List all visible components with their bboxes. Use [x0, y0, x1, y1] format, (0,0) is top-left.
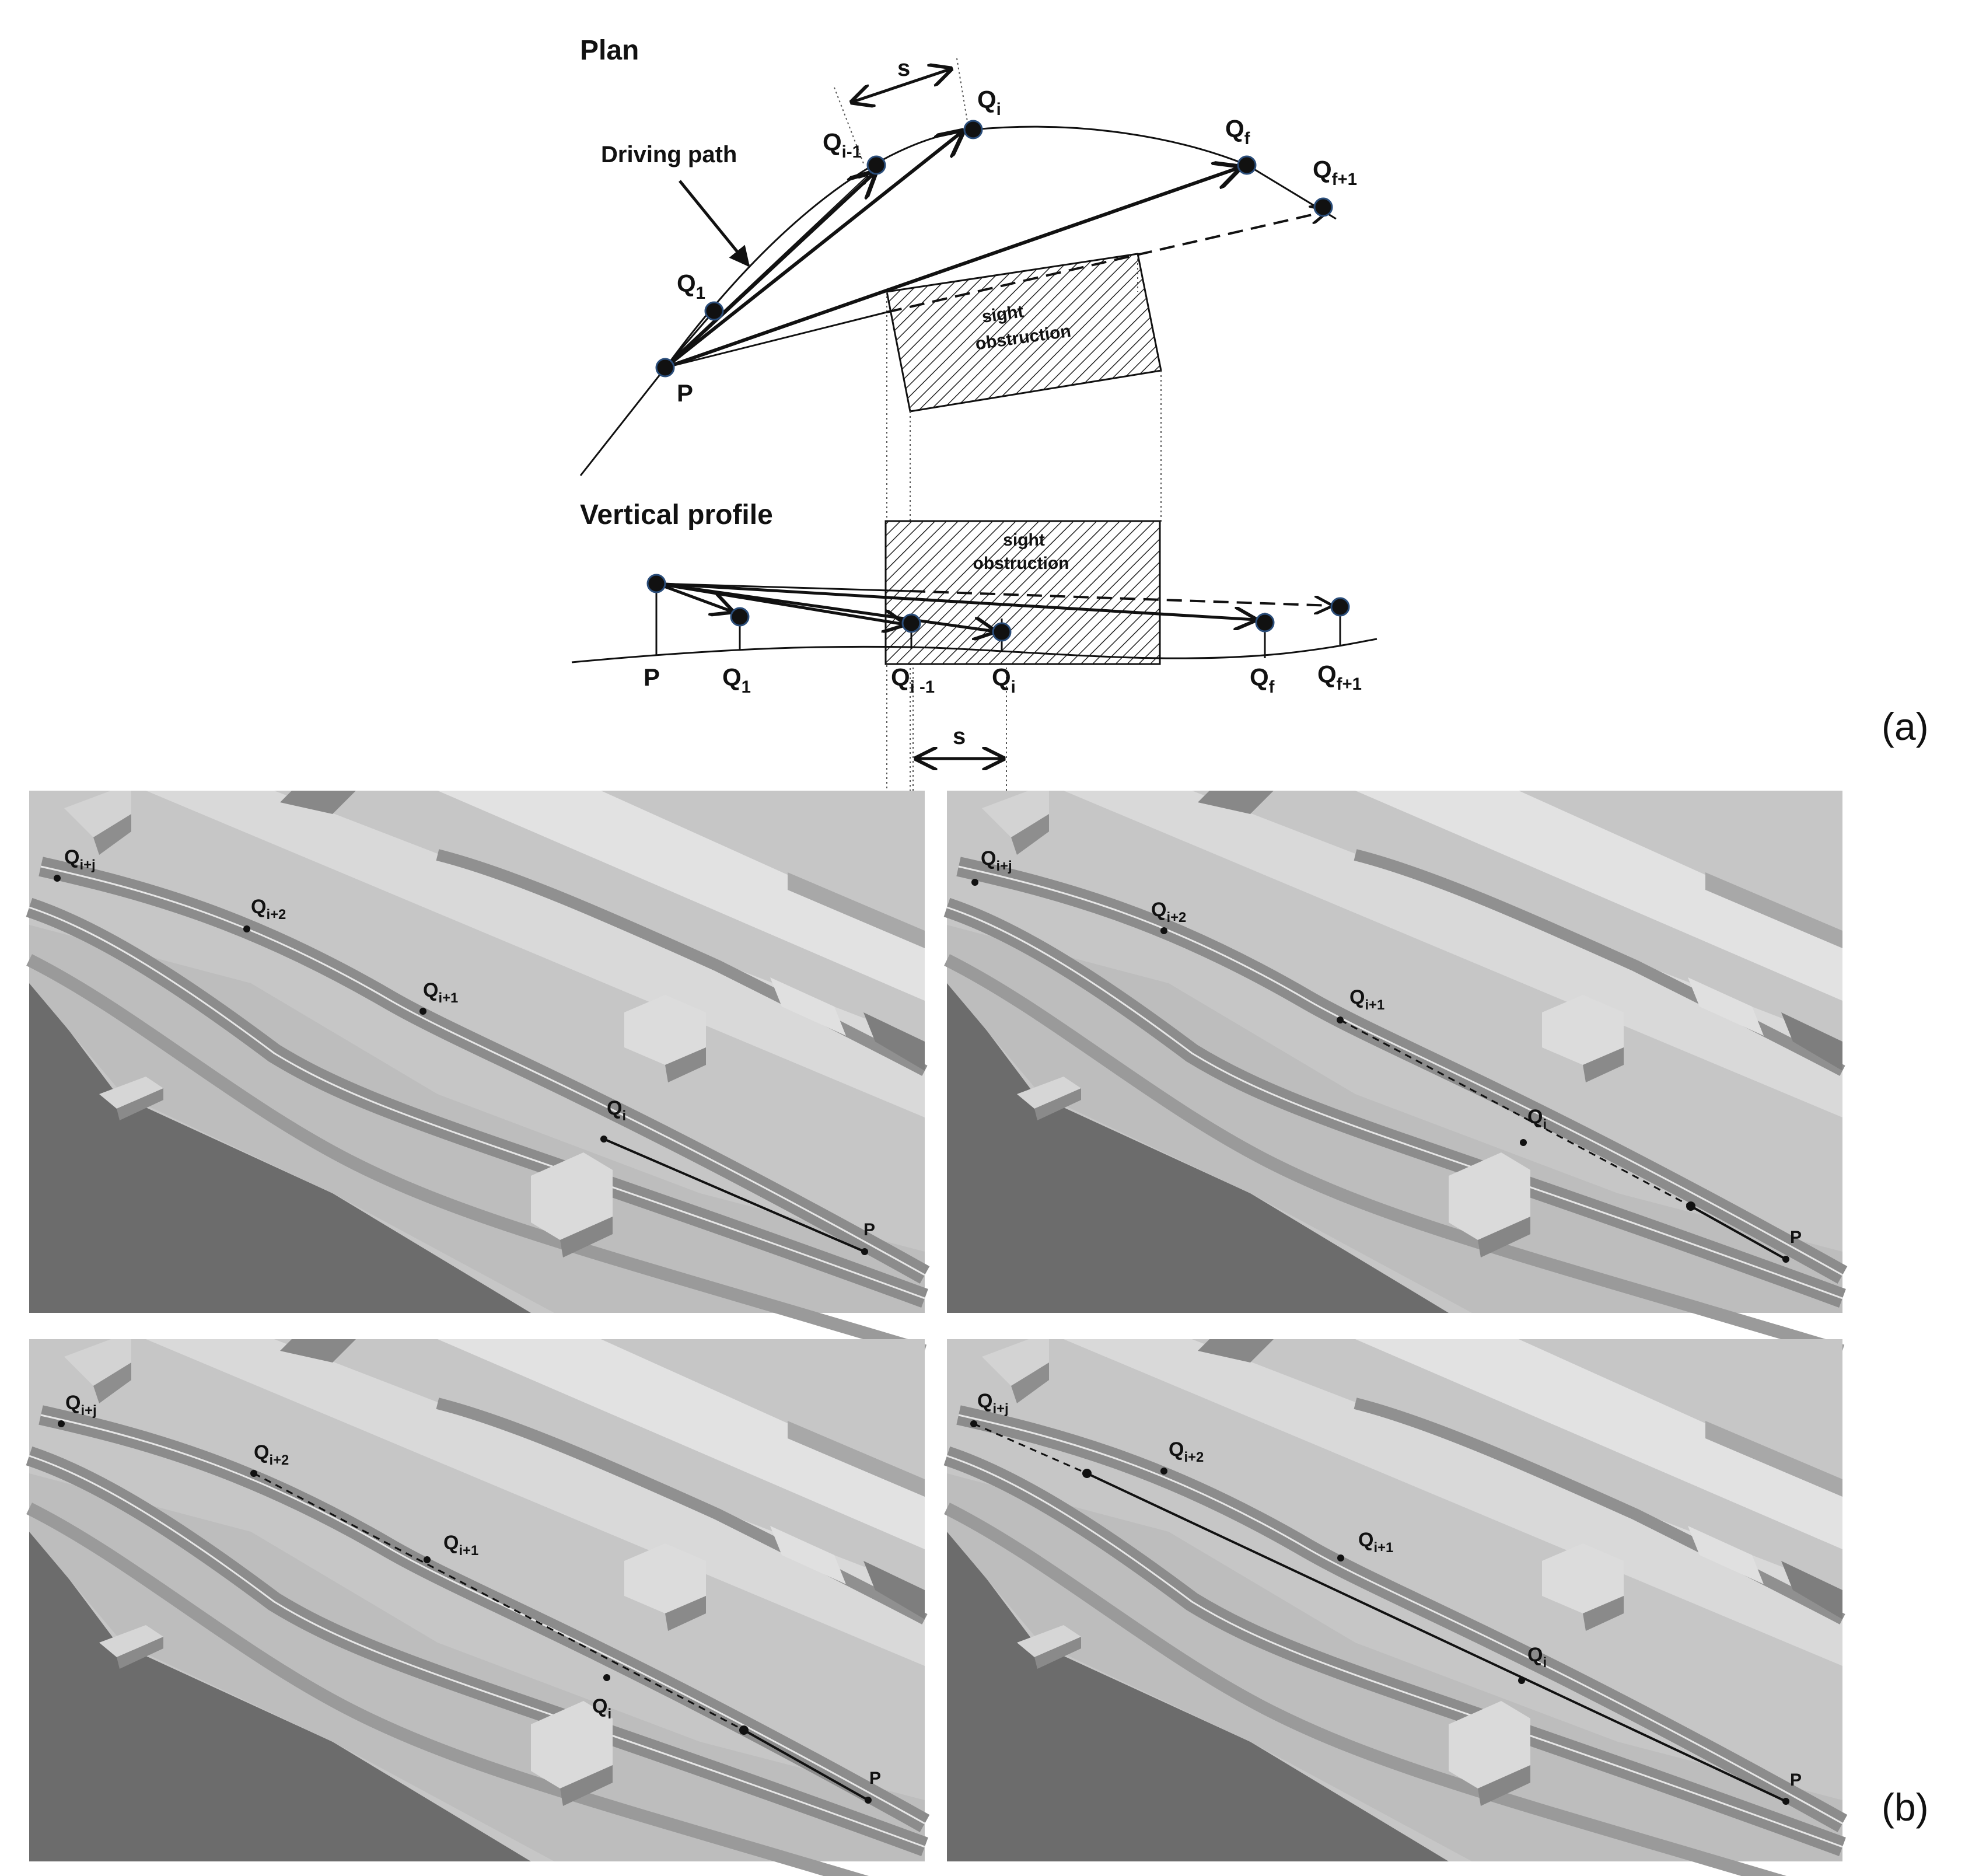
render-panel-2: Qi+j Qi+2 Qi+1 Qi P	[947, 791, 1842, 1351]
panel3-label-p: P	[869, 1769, 881, 1788]
ray-p-qf	[665, 167, 1240, 369]
panel2-sight-solid	[1690, 1205, 1786, 1260]
profile-point-q1	[730, 607, 750, 627]
render-panel-3: Qi+j Qi+2 Qi+1 Qi P	[29, 1339, 925, 1876]
plan-label-qi-1: Qi-1	[823, 128, 862, 162]
panel4-label-p: P	[1790, 1770, 1802, 1790]
plan-label-q1: Q1	[677, 270, 705, 303]
profile-title: Vertical profile	[580, 499, 773, 530]
panel2-label-qi1: Qi+1	[1349, 986, 1384, 1013]
panel-label-a: (a)	[1882, 705, 1929, 748]
profile-point-qf	[1255, 613, 1275, 633]
plan-point-qi-1	[866, 155, 886, 175]
panel4-label-qi2: Qi+2	[1169, 1438, 1204, 1465]
profile-label-p: P	[644, 663, 660, 691]
panel4-label-qij: Qi+j	[977, 1390, 1009, 1417]
vertical-profile-view: Vertical profile sight obstruction	[571, 499, 1377, 759]
panel2-label-qi2: Qi+2	[1151, 899, 1186, 925]
profile-ground-line	[571, 638, 1377, 663]
ray-p-qf1-dashed	[886, 211, 1327, 313]
profile-label-q1: Q1	[722, 663, 751, 697]
panel1-label-qi2: Qi+2	[251, 896, 286, 923]
panel3-label-qi: Qi	[592, 1695, 611, 1722]
plan-label-qi: Qi	[977, 86, 1001, 119]
panel1-sight-line	[603, 1138, 865, 1253]
panel4-label-qi1: Qi+1	[1358, 1529, 1393, 1556]
plan-point-q1	[704, 301, 724, 321]
ray-p-qi	[664, 131, 963, 369]
profile-sight-obstruction	[884, 520, 1161, 665]
panel1-label-qi: Qi	[607, 1097, 626, 1124]
panel1-label-qi1: Qi+1	[423, 979, 458, 1006]
plan-title: Plan	[580, 35, 639, 66]
plan-point-qf1	[1313, 197, 1333, 217]
profile-points	[646, 574, 1350, 642]
panel3-sight-dashed	[253, 1472, 744, 1731]
render-panel-4: Qi+j Qi+2 Qi+1 Qi P	[947, 1339, 1842, 1876]
plan-view: Plan sight obstruction	[579, 35, 1357, 799]
ray-p-qi-1	[663, 172, 875, 369]
panel3-sight-solid	[743, 1729, 869, 1801]
profile-label-qi-1: Qi -1	[891, 663, 935, 697]
plan-point-p	[655, 358, 675, 378]
panel-label-b: (b)	[1882, 1786, 1929, 1829]
panel1-label-p: P	[863, 1220, 875, 1239]
panel4-sight-dashed	[973, 1423, 1088, 1475]
profile-label-qi: Qi	[992, 663, 1016, 697]
profile-sight-rays	[656, 582, 1331, 631]
ray-p-qf1-solid	[665, 311, 887, 369]
profile-label-qf: Qf	[1250, 663, 1275, 697]
panel3-label-qij: Qi+j	[65, 1392, 97, 1419]
plan-spacing-label: s	[897, 55, 910, 81]
plan-points	[655, 120, 1333, 378]
plan-point-qi	[963, 120, 983, 139]
plan-point-qf	[1237, 155, 1257, 175]
panel2-label-qi: Qi	[1527, 1106, 1547, 1133]
profile-point-qf1	[1330, 597, 1350, 617]
driving-path-label: Driving path	[601, 142, 737, 167]
plan-label-qf1: Qf+1	[1313, 156, 1357, 189]
ray-p-qi-1-thin	[669, 176, 868, 362]
profile-point-qi-1	[901, 613, 921, 633]
profile-point-qi	[992, 622, 1012, 642]
driving-path-arrow	[679, 180, 750, 267]
panel2-sight-dashed	[1340, 1019, 1691, 1207]
profile-obstruction-label-1: sight	[1003, 530, 1045, 550]
panel4-sight-solid	[1086, 1472, 1786, 1802]
profile-spacing-label: s	[953, 724, 966, 749]
panel2-label-p: P	[1790, 1228, 1802, 1247]
panel3-label-qi1: Qi+1	[443, 1532, 478, 1559]
profile-obstruction-label-2: obstruction	[973, 554, 1069, 573]
panel3-label-qi2: Qi+2	[254, 1441, 289, 1468]
plan-sight-rays	[663, 131, 1327, 369]
profile-label-qf1: Qf+1	[1317, 661, 1362, 694]
plan-label-qf: Qf	[1225, 115, 1250, 148]
panel1-label-qij: Qi+j	[64, 846, 96, 873]
plan-label-p: P	[677, 379, 693, 407]
profile-point-p	[646, 574, 666, 593]
panel4-label-qi: Qi	[1527, 1644, 1547, 1671]
render-panel-1: Qi+j Qi+2 Qi+1 Qi P	[29, 791, 925, 1351]
panel2-label-qij: Qi+j	[981, 847, 1012, 874]
plan-spacing-arrow	[852, 69, 951, 102]
